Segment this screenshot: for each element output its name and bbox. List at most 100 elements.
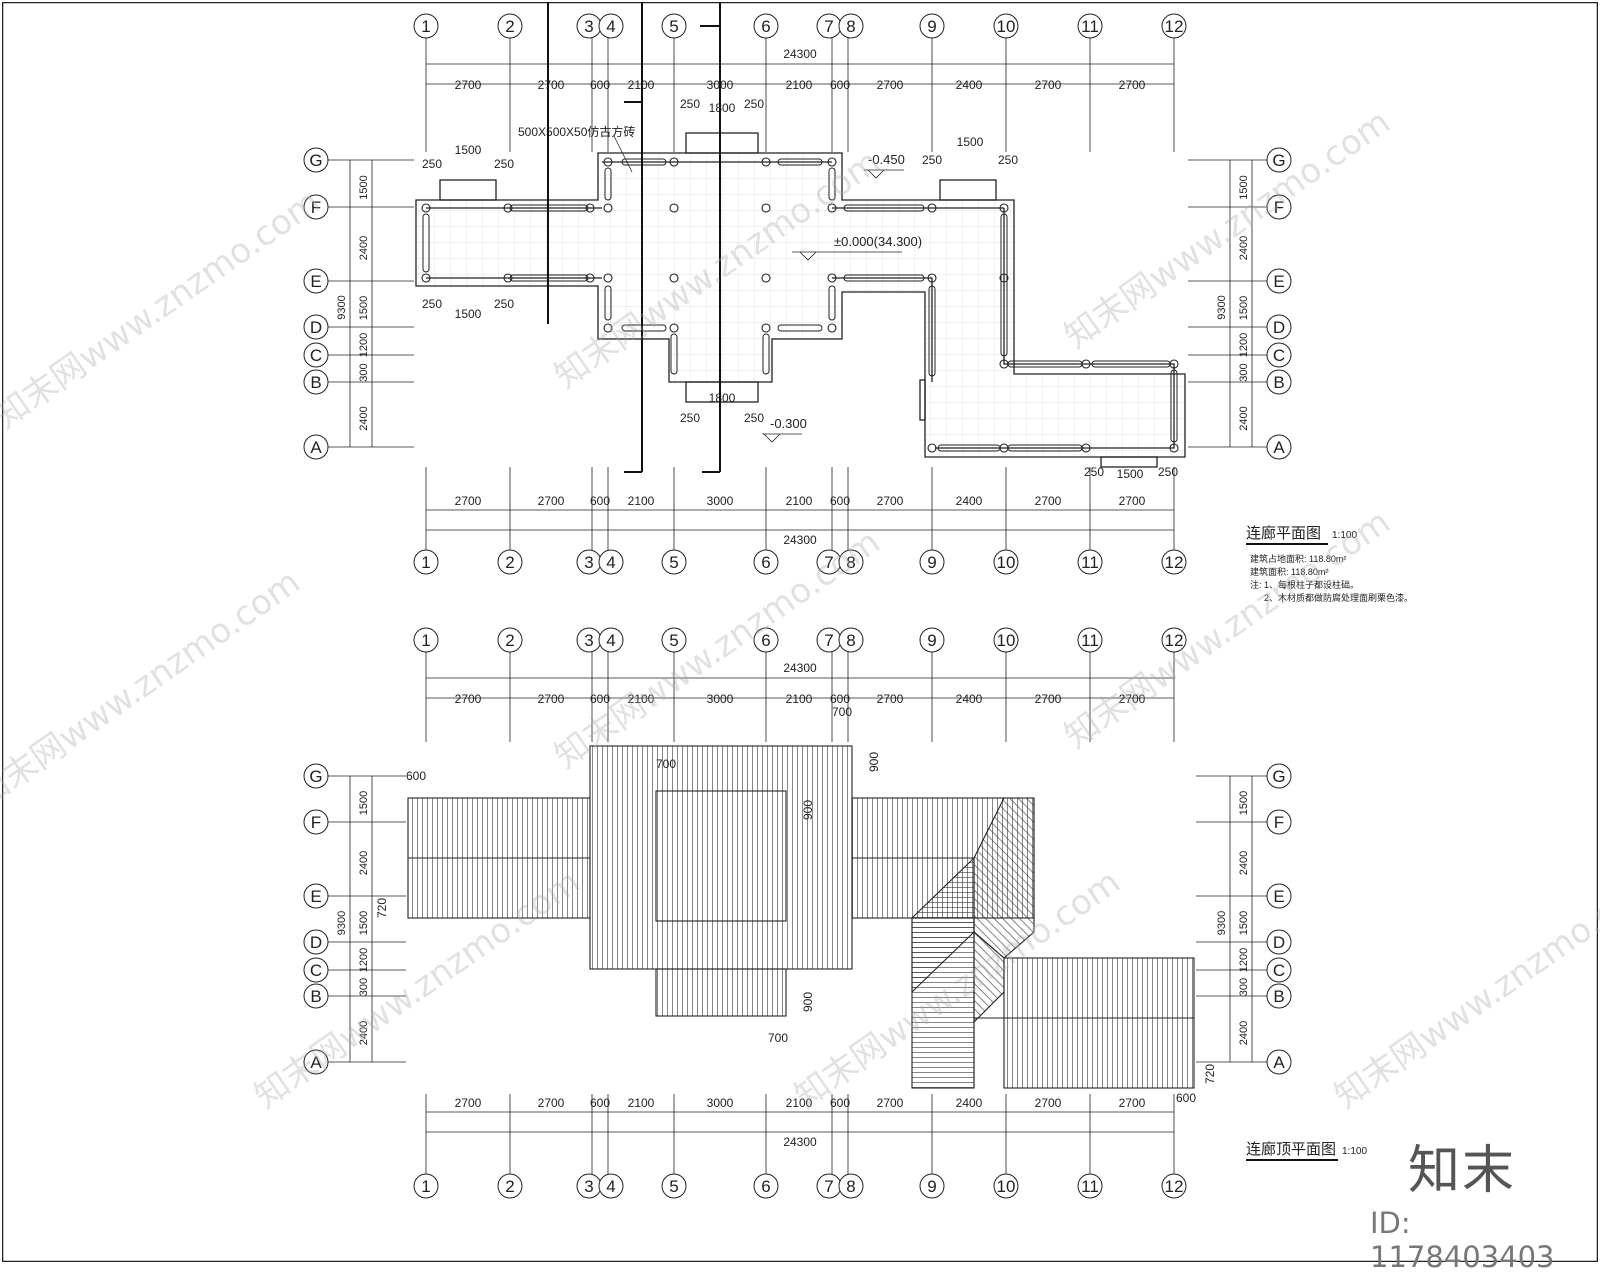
axis-bubble-label: 9 <box>927 17 936 36</box>
axis-bubble-label: 6 <box>761 1177 770 1196</box>
row-dim: 2400 <box>1238 406 1250 430</box>
dim-bay: 2700 <box>1035 692 1062 706</box>
row-dim: 1200 <box>1238 948 1250 972</box>
row-bubble-left-G: G <box>303 147 329 173</box>
axis-bubble-label: 8 <box>846 553 855 572</box>
axis-bubble-6: 6 <box>753 13 779 39</box>
axis-bubble-circle <box>838 1173 864 1199</box>
axis-bubble-label: 4 <box>606 17 615 36</box>
axis-bubble-label: 2 <box>505 553 514 572</box>
row-bubble-left-E: E <box>303 883 329 909</box>
axis-bubble-4: 4 <box>598 1173 624 1199</box>
axis-bubble-9: 9 <box>919 549 945 575</box>
dim-bay: 2700 <box>877 692 904 706</box>
axis-bubble-11: 11 <box>1077 13 1103 39</box>
axis-bubble-circle <box>598 13 624 39</box>
axis-bubble-label: 6 <box>761 17 770 36</box>
dim-bay: 2700 <box>455 78 482 92</box>
axis-bubble-label: G <box>309 151 322 170</box>
axis-bubble-label: 10 <box>997 1177 1016 1196</box>
axis-bubble-label: 12 <box>1165 17 1184 36</box>
dim-bay: 2700 <box>1119 78 1146 92</box>
axis-bubble-label: 5 <box>669 553 678 572</box>
axis-bubble-label: 11 <box>1081 631 1099 650</box>
dim-bay: 2700 <box>1035 494 1062 508</box>
axis-bubble-circle <box>1077 549 1103 575</box>
dim-250: 250 <box>494 297 514 311</box>
axis-bubble-circle <box>1161 549 1187 575</box>
axis-bubble-label: 7 <box>824 1177 833 1196</box>
axis-bubble-circle <box>753 549 779 575</box>
dim-bay: 2700 <box>1119 1096 1146 1110</box>
axis-bubble-10: 10 <box>993 1173 1019 1199</box>
axis-bubble-circle <box>919 1173 945 1199</box>
axis-bubble-label: B <box>310 373 321 392</box>
axis-bubble-label: C <box>1273 961 1285 980</box>
dim-1500: 1500 <box>1117 467 1144 481</box>
dim-250: 250 <box>422 157 442 171</box>
axis-bubble-label: B <box>310 987 321 1006</box>
level-mark <box>799 251 817 261</box>
dim-1500: 1500 <box>957 135 984 149</box>
dim-900: 900 <box>801 800 815 820</box>
dim-1800-top: 1800 <box>709 101 736 115</box>
axis-bubble-circle <box>753 1173 779 1199</box>
row-bubble-right-C: C <box>1266 957 1292 983</box>
axis-bubble-label: A <box>1273 1053 1285 1072</box>
axis-bubble-label: A <box>310 1053 322 1072</box>
axis-bubble-label: D <box>310 318 322 337</box>
dim-bay: 2700 <box>877 78 904 92</box>
dim-bay: 600 <box>590 494 610 508</box>
dim-700: 700 <box>832 705 852 719</box>
axis-bubble-9: 9 <box>919 13 945 39</box>
row-dim: 1500 <box>358 911 370 935</box>
axis-bubble-5: 5 <box>661 549 687 575</box>
axis-bubble-label: A <box>1273 438 1285 457</box>
row-bubble-right-E: E <box>1266 883 1292 909</box>
axis-bubble-label: C <box>310 346 322 365</box>
row-bubble-left-D: D <box>303 314 329 340</box>
row-dim: 300 <box>358 363 370 381</box>
note-line: 建筑占地面积: 118.80m² <box>1250 553 1346 564</box>
axis-bubble-10: 10 <box>993 627 1019 653</box>
axis-bubble-2: 2 <box>497 549 523 575</box>
axis-bubble-label: C <box>310 961 322 980</box>
axis-bubble-label: 4 <box>606 553 615 572</box>
row-dim: 2400 <box>358 1021 370 1045</box>
row-bubble-right-C: C <box>1266 342 1292 368</box>
dim-1500: 1500 <box>455 143 482 157</box>
axis-bubble-label: 3 <box>584 1177 593 1196</box>
axis-bubble-label: 10 <box>997 17 1016 36</box>
dim-250: 250 <box>680 411 700 425</box>
dim-bay: 600 <box>590 1096 610 1110</box>
row-dim: 1200 <box>1238 333 1250 357</box>
level-m030: -0.300 <box>770 416 807 431</box>
level-zero: ±0.000(34.300) <box>834 234 922 249</box>
axis-bubble-label: 5 <box>669 1177 678 1196</box>
axis-bubble-label: E <box>310 272 321 291</box>
axis-bubble-label: 8 <box>846 17 855 36</box>
dim-bay: 2100 <box>786 1096 813 1110</box>
axis-bubble-7: 7 <box>816 1173 842 1199</box>
brand-logo: 知末 <box>1408 1141 1517 1201</box>
axis-bubble-1: 1 <box>413 13 439 39</box>
axis-bubble-label: 1 <box>421 553 430 572</box>
axis-bubble-label: D <box>310 933 322 952</box>
axis-bubble-label: 5 <box>669 631 678 650</box>
axis-bubble-label: E <box>1273 272 1284 291</box>
axis-bubble-label: E <box>310 887 321 906</box>
dim-720: 720 <box>375 898 389 918</box>
axis-bubble-label: D <box>1273 933 1285 952</box>
axis-bubble-circle <box>598 627 624 653</box>
row-bubble-left-A: A <box>303 434 329 460</box>
axis-bubble-3: 3 <box>576 1173 602 1199</box>
axis-bubble-label: 9 <box>927 553 936 572</box>
axis-bubble-label: 11 <box>1081 553 1099 572</box>
dim-250: 250 <box>1158 465 1178 479</box>
plan1-floor-outline <box>415 132 1186 468</box>
axis-bubble-12: 12 <box>1161 1173 1187 1199</box>
axis-bubble-label: G <box>1272 767 1285 786</box>
corridor-floor-plan: 1234567891011122430027002700600210030002… <box>303 2 1413 603</box>
dim-250: 250 <box>998 153 1018 167</box>
